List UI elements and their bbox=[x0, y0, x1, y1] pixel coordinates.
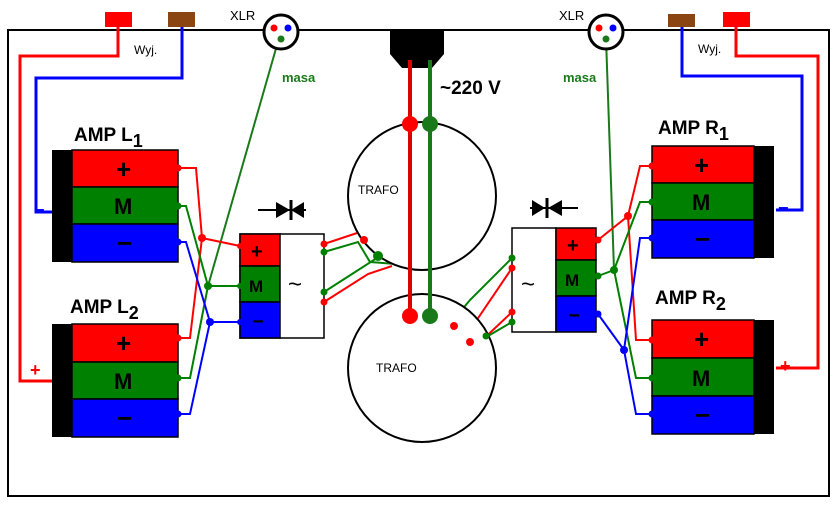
rectifier-left: + M − ~ bbox=[239, 233, 325, 339]
amp-r2-plus: + bbox=[694, 324, 709, 354]
wire-l2-mid bbox=[178, 285, 209, 379]
left-output-red-terminal bbox=[105, 12, 132, 27]
left-output-brown-terminal bbox=[168, 12, 195, 27]
wire-r2-mid bbox=[613, 269, 652, 379]
wyj-right-label: Wyj. bbox=[698, 42, 721, 56]
amp-l1-block: + M − bbox=[52, 149, 179, 263]
amp-r1-title: AMP R1 bbox=[658, 118, 729, 144]
wyj-left-label: Wyj. bbox=[134, 43, 157, 57]
amp-l1-minus: − bbox=[117, 228, 132, 258]
wire-r2-minus bbox=[623, 349, 652, 415]
amp-l1-minus-terminal: − bbox=[34, 200, 45, 220]
mains-plug bbox=[390, 30, 444, 68]
amp-r2-block: + M − bbox=[651, 319, 774, 435]
trafo-bottom-label: TRAFO bbox=[376, 361, 417, 375]
rect-left-ac: ~ bbox=[288, 271, 302, 298]
masa-left-label: masa bbox=[282, 70, 316, 85]
amp-r2-title: AMP R2 bbox=[655, 288, 726, 314]
xlr-left-label: XLR bbox=[230, 8, 255, 23]
masa-right-label: masa bbox=[563, 70, 597, 85]
wire-rect-l-ac2b bbox=[323, 265, 393, 303]
rect-right-minus: − bbox=[568, 305, 580, 327]
amp-l1-mid: M bbox=[114, 194, 132, 219]
amp-r1-block: + M − bbox=[651, 145, 774, 259]
amp-r2-minus: − bbox=[695, 400, 710, 430]
wire-l-plus bbox=[178, 167, 241, 247]
trafo-top bbox=[347, 121, 497, 271]
wire-right-out-red bbox=[734, 25, 820, 370]
wire-rect-l-ac1b bbox=[323, 240, 397, 265]
rectifier-right: + M − ~ bbox=[511, 227, 597, 333]
amp-l2-block: + M − bbox=[52, 323, 179, 438]
wire-r-minus bbox=[597, 237, 652, 353]
amp-r1-plus: + bbox=[694, 150, 709, 180]
right-output-brown-terminal bbox=[668, 14, 695, 27]
wire-r2-plus bbox=[627, 215, 652, 341]
xlr-left-connector bbox=[262, 13, 300, 51]
rect-left-minus: − bbox=[252, 311, 264, 333]
wire-left-out-blue bbox=[34, 25, 184, 214]
amp-l1-plus: + bbox=[116, 154, 131, 184]
rect-right-plus: + bbox=[567, 235, 579, 257]
trafo-top-label: TRAFO bbox=[358, 183, 399, 197]
wire-l2-minus bbox=[178, 321, 211, 415]
rect-left-plus: + bbox=[251, 241, 263, 263]
wire-r-plus bbox=[597, 165, 652, 241]
amp-r2-mid: M bbox=[692, 366, 710, 391]
junction-mains-red-bottom bbox=[402, 308, 418, 324]
amp-l2-mid: M bbox=[114, 369, 132, 394]
xlr-right-label: XLR bbox=[559, 8, 584, 23]
diode-icon-right bbox=[530, 198, 578, 218]
wire-masa-right bbox=[605, 37, 615, 271]
wire-r-mid bbox=[597, 201, 652, 277]
amp-l2-plus-terminal: + bbox=[30, 360, 41, 380]
wire-left-out-red bbox=[18, 25, 120, 383]
xlr-right-connector bbox=[587, 13, 625, 51]
amp-l2-plus: + bbox=[116, 328, 131, 358]
mains-voltage-label: ~220 V bbox=[440, 78, 501, 99]
junction-mains-green-bottom bbox=[422, 308, 438, 324]
wire-right-out-blue bbox=[680, 25, 804, 212]
amp-r1-minus: − bbox=[695, 224, 710, 254]
amp-r2-plus-terminal: + bbox=[780, 356, 791, 376]
rect-left-mid: M bbox=[249, 277, 263, 296]
amp-l1-title: AMP L1 bbox=[74, 125, 143, 151]
amp-l2-title: AMP L2 bbox=[70, 297, 139, 323]
rect-right-ac: ~ bbox=[521, 271, 535, 298]
rect-right-mid: M bbox=[565, 271, 579, 290]
trafo-bottom bbox=[347, 293, 497, 443]
wire-l2-plus bbox=[178, 237, 203, 339]
wire-l-minus bbox=[178, 241, 240, 323]
junction-mains-green-top bbox=[422, 116, 438, 132]
amp-l2-minus: − bbox=[117, 403, 132, 433]
amp-r1-minus-terminal: − bbox=[778, 198, 789, 218]
junction-mains-red-top bbox=[402, 116, 418, 132]
amp-r1-mid: M bbox=[692, 190, 710, 215]
diode-icon-left bbox=[258, 200, 306, 220]
right-output-red-terminal bbox=[723, 12, 750, 27]
junction-dots bbox=[174, 162, 656, 418]
wire-l-mid bbox=[178, 205, 240, 287]
wire-masa-left bbox=[207, 37, 280, 287]
